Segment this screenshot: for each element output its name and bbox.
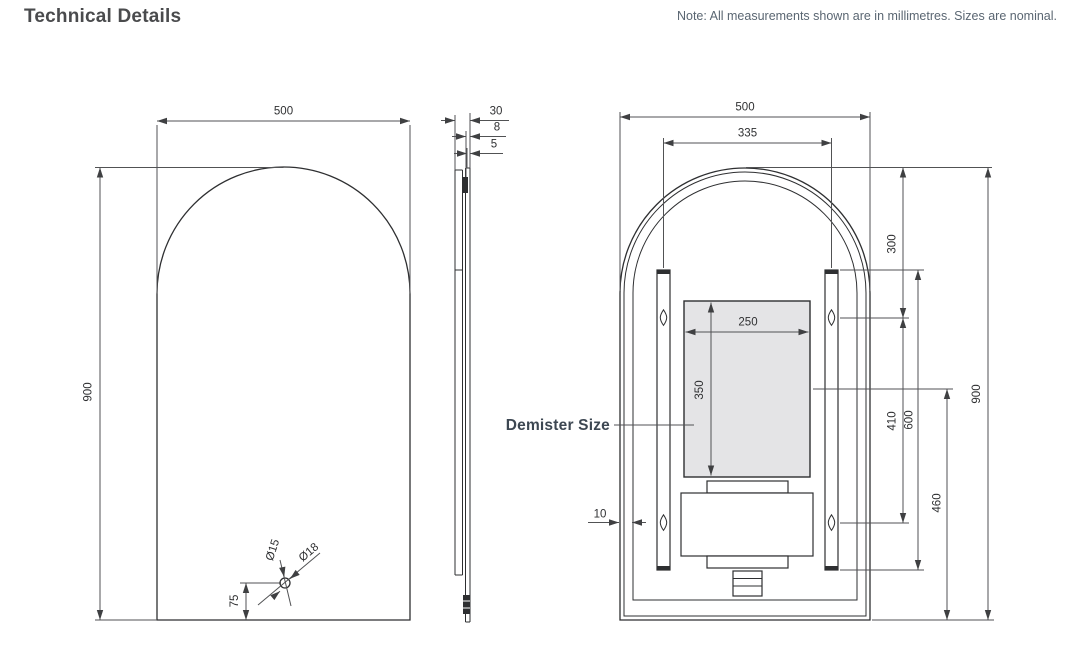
front-view-drawing: 500 900 75 Ø15 Ø18: [83, 106, 411, 621]
sensor-hole-icon: [279, 577, 291, 589]
hanging-rail-left: [656, 269, 671, 571]
terminal-block: [732, 570, 763, 597]
bv-width-label: 500: [735, 102, 754, 114]
fv-width-label: 500: [274, 106, 293, 118]
side-view-drawing: 30 8 5: [441, 106, 509, 623]
demister-size-label: Demister Size: [506, 417, 610, 434]
back-view-drawing: 250 350 500 335 10 Demister Size: [506, 102, 994, 621]
sensor-block: [463, 595, 470, 614]
hanging-rail-right: [824, 269, 839, 571]
bv-demister-height-label: 350: [694, 380, 706, 399]
bv-height-label: 900: [971, 384, 983, 403]
back-outline-outer: [619, 167, 871, 621]
back-outline-mid: [623, 171, 867, 617]
bv-hanger-centres-label: 335: [738, 128, 757, 140]
bv-demister-width-label: 250: [738, 317, 757, 329]
mounting-strip-top: [706, 480, 789, 494]
keyhole-slot-icon: [827, 513, 836, 532]
fv-sensor-offset-label: 75: [229, 595, 241, 608]
back-outline-inner: [632, 180, 858, 601]
page-title: Technical Details: [24, 6, 182, 27]
mounting-strip-bottom: [706, 555, 789, 569]
fv-height-label: 900: [83, 382, 95, 401]
front-mirror-outline: [156, 166, 411, 621]
keyhole-slot-icon: [659, 513, 668, 532]
led-block: [462, 177, 468, 193]
sv-step-label: 8: [494, 122, 500, 134]
keyhole-slot-icon: [827, 308, 836, 327]
bv-hanger-spacing-label: 410: [887, 411, 899, 430]
driver-box: [680, 492, 814, 557]
sv-depth-label: 30: [490, 106, 503, 118]
page-header: Technical Details Note: All measurements…: [0, 0, 1067, 28]
sensor-hole-detail: Ø15 Ø18: [257, 538, 321, 607]
keyhole-slot-icon: [659, 308, 668, 327]
fv-sensor-dia-large-label: Ø18: [297, 541, 321, 564]
bv-frame-edge-label: 10: [594, 509, 607, 521]
bv-demister-bottom-label: 460: [932, 493, 944, 512]
bv-top-to-hanger-label: 300: [887, 234, 899, 253]
sv-glass-label: 5: [491, 139, 497, 151]
bv-rail-length-label: 600: [904, 410, 916, 429]
measurement-note: Note: All measurements shown are in mill…: [676, 9, 1057, 23]
fv-sensor-dia-small-label: Ø15: [264, 538, 282, 562]
